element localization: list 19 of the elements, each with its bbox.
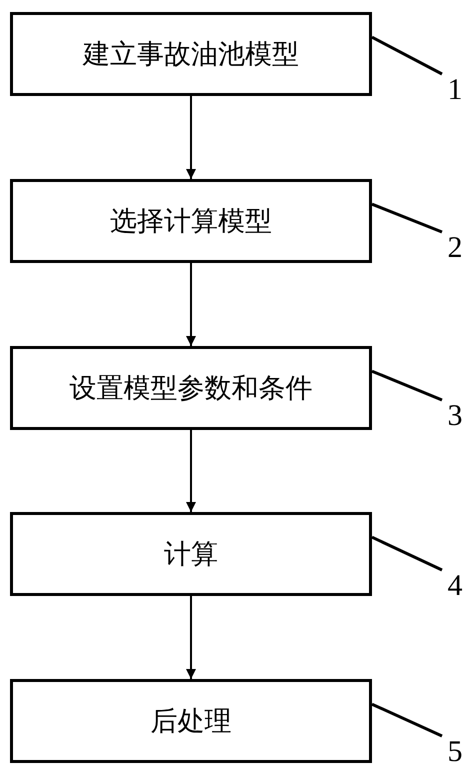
arrow (186, 596, 196, 679)
leader-line (371, 370, 443, 402)
process-box: 设置模型参数和条件 (10, 346, 372, 430)
arrow (186, 263, 196, 346)
callout-number: 5 (440, 732, 470, 772)
process-box: 建立事故油池模型 (10, 12, 372, 96)
process-box: 计算 (10, 512, 372, 596)
arrow (186, 430, 196, 512)
callout-number: 1 (440, 70, 470, 110)
process-box: 后处理 (10, 679, 372, 763)
leader-line (371, 702, 443, 738)
callout-number: 4 (440, 566, 470, 606)
callout-number: 2 (440, 228, 470, 268)
leader-line (371, 536, 443, 572)
arrow (186, 96, 196, 179)
process-box: 选择计算模型 (10, 179, 372, 263)
leader-line (371, 36, 443, 76)
callout-number: 3 (440, 396, 470, 436)
leader-line (371, 202, 443, 234)
